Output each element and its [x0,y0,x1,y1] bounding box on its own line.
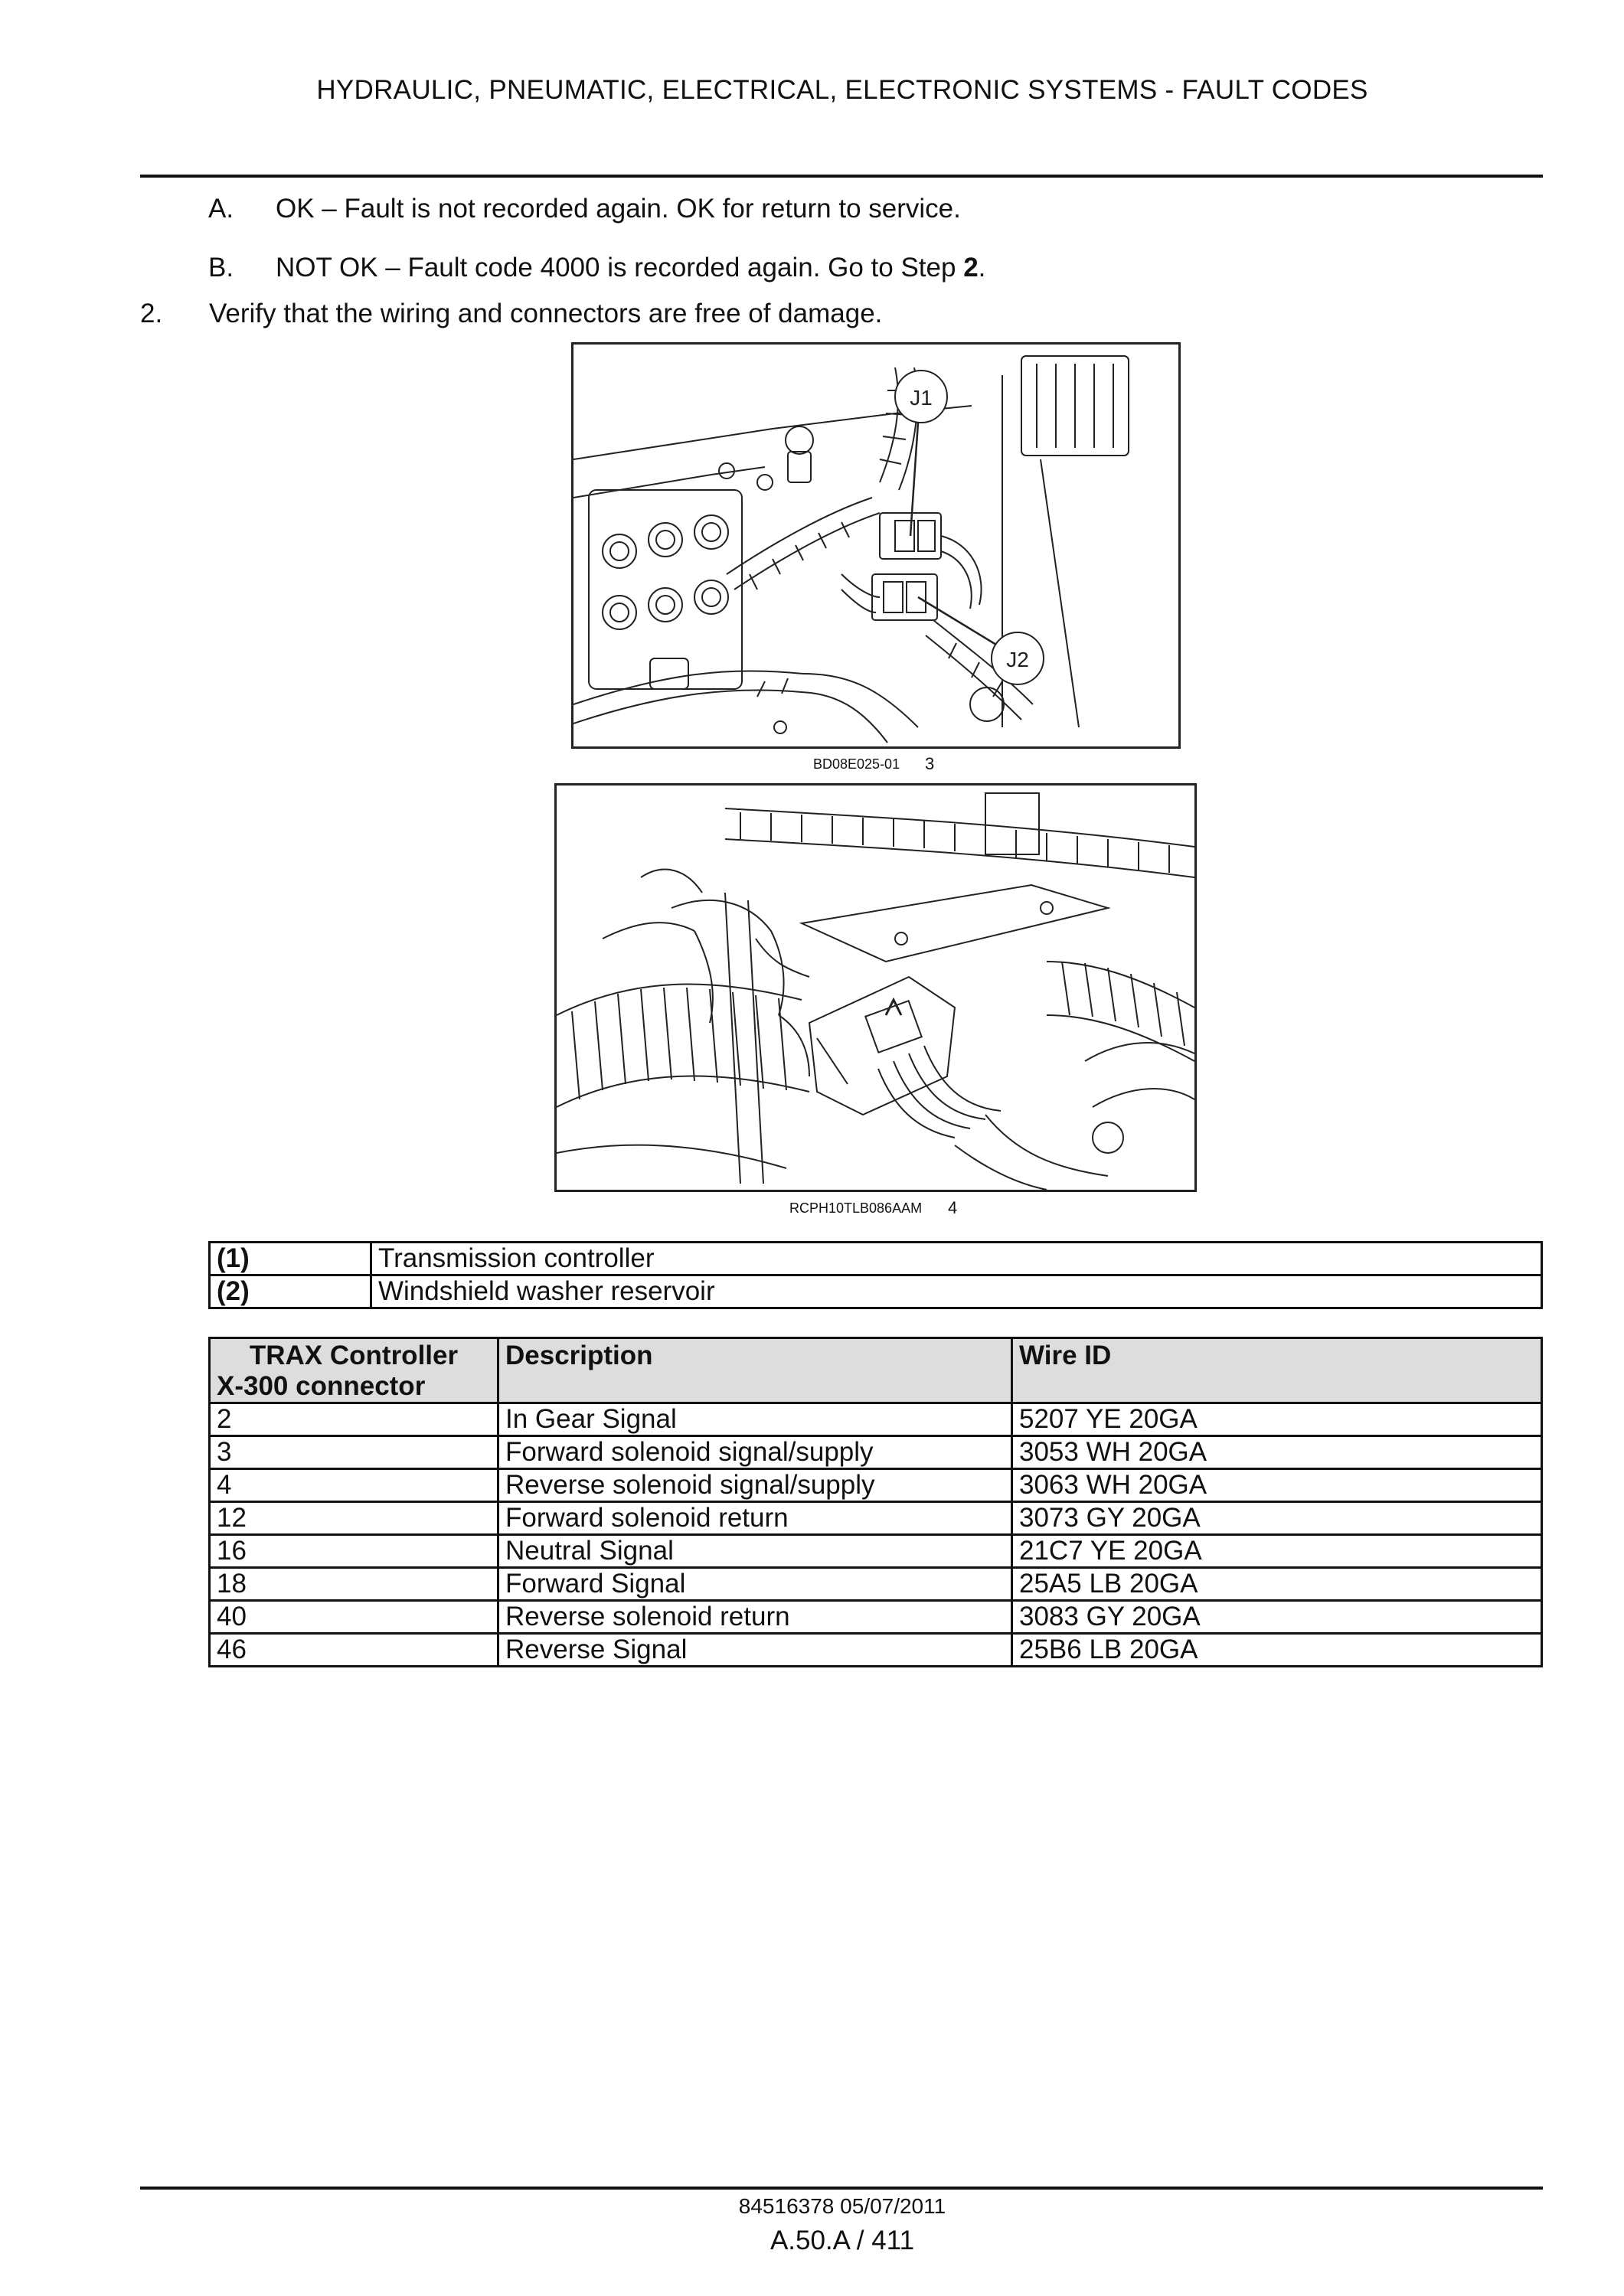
table-row: 16 Neutral Signal 21C7 YE 20GA [208,1533,1543,1569]
cell-pin: 16 [208,1533,499,1569]
legend-row: (2) Windshield washer reservoir [208,1274,1543,1309]
legend-key: (1) [208,1241,372,1276]
cell-pin: 12 [208,1501,499,1536]
figure-4-connector-illustration [554,783,1197,1192]
table-row: 4 Reverse solenoid signal/supply 3063 WH… [208,1468,1543,1503]
wire-id-table: TRAX Controller X-300 connector Descript… [208,1337,1543,1667]
cell-pin: 3 [208,1435,499,1470]
cell-wire-id: 3083 GY 20GA [1011,1599,1543,1635]
cell-wire-id: 3053 WH 20GA [1011,1435,1543,1470]
legend-label: Windshield washer reservoir [370,1274,1543,1309]
header-description: Description [497,1337,1013,1404]
substep-b-text-after: . [978,253,986,283]
table-row: 18 Forward Signal 25A5 LB 20GA [208,1566,1543,1602]
cell-description: Reverse solenoid signal/supply [497,1468,1013,1503]
header-connector-line2: X-300 connector [217,1371,426,1401]
cell-description: In Gear Signal [497,1402,1013,1437]
figure-3-drawing: J1 J2 [573,355,1129,743]
cell-pin: 4 [208,1468,499,1503]
legend-row: (1) Transmission controller [208,1241,1543,1276]
cell-pin: 18 [208,1566,499,1602]
substep-b-mark: B. [208,253,234,283]
cell-description: Reverse solenoid return [497,1599,1013,1635]
cell-description: Forward Signal [497,1566,1013,1602]
figure-4-caption: RCPH10TLB086AAM 4 [789,1198,957,1217]
legend-key: (2) [208,1274,372,1309]
cell-wire-id: 21C7 YE 20GA [1011,1533,1543,1569]
table-header-row: TRAX Controller X-300 connector Descript… [208,1337,1543,1404]
figure-3-caption: BD08E025-01 3 [813,754,934,773]
figure-legend-table: (1) Transmission controller (2) Windshie… [208,1241,1543,1309]
cell-pin: 40 [208,1599,499,1635]
cell-description: Forward solenoid signal/supply [497,1435,1013,1470]
substep-b-step-ref: 2 [963,253,979,283]
cell-description: Reverse Signal [497,1632,1013,1667]
cell-wire-id: 3073 GY 20GA [1011,1501,1543,1536]
substep-b-text-before: NOT OK – Fault code 4000 is recorded aga… [276,253,964,283]
substep-b-text: NOT OK – Fault code 4000 is recorded aga… [276,253,985,283]
header-rule [140,175,1543,178]
substep-a-text: OK – Fault is not recorded again. OK for… [276,194,961,224]
callout-j2-label: J2 [1006,648,1029,671]
footer-page-number: A.50.A / 411 [770,2226,915,2255]
table-row: 2 In Gear Signal 5207 YE 20GA [208,1402,1543,1437]
cell-pin: 46 [208,1632,499,1667]
table-row: 12 Forward solenoid return 3073 GY 20GA [208,1501,1543,1536]
cell-pin: 2 [208,1402,499,1437]
cell-wire-id: 3063 WH 20GA [1011,1468,1543,1503]
cell-description: Forward solenoid return [497,1501,1013,1536]
header-connector: TRAX Controller X-300 connector [208,1337,499,1404]
cell-wire-id: 25A5 LB 20GA [1011,1566,1543,1602]
table-row: 40 Reverse solenoid return 3083 GY 20GA [208,1599,1543,1635]
figure-4-number: 4 [948,1198,958,1217]
footer-rule [140,2187,1543,2190]
header-connector-line1: TRAX Controller [249,1341,459,1370]
cell-description: Neutral Signal [497,1533,1013,1569]
footer-document-id: 84516378 05/07/2011 [738,2194,946,2218]
callout-j1-label: J1 [910,386,933,410]
figure-3-code: BD08E025-01 [813,756,900,772]
figure-3-number: 3 [925,754,935,773]
legend-label: Transmission controller [370,1241,1543,1276]
cell-wire-id: 5207 YE 20GA [1011,1402,1543,1437]
figure-4-code: RCPH10TLB086AAM [789,1200,923,1216]
page-header-title: HYDRAULIC, PNEUMATIC, ELECTRICAL, ELECTR… [316,75,1368,105]
header-wire-id: Wire ID [1011,1337,1543,1404]
cell-wire-id: 25B6 LB 20GA [1011,1632,1543,1667]
substep-a-mark: A. [208,194,234,224]
step-2-text: Verify that the wiring and connectors ar… [209,299,883,328]
figure-4-drawing [557,792,1194,1190]
table-row: 46 Reverse Signal 25B6 LB 20GA [208,1632,1543,1667]
table-row: 3 Forward solenoid signal/supply 3053 WH… [208,1435,1543,1470]
step-2-mark: 2. [140,299,163,328]
figure-3-connector-illustration: J1 J2 [571,342,1181,749]
